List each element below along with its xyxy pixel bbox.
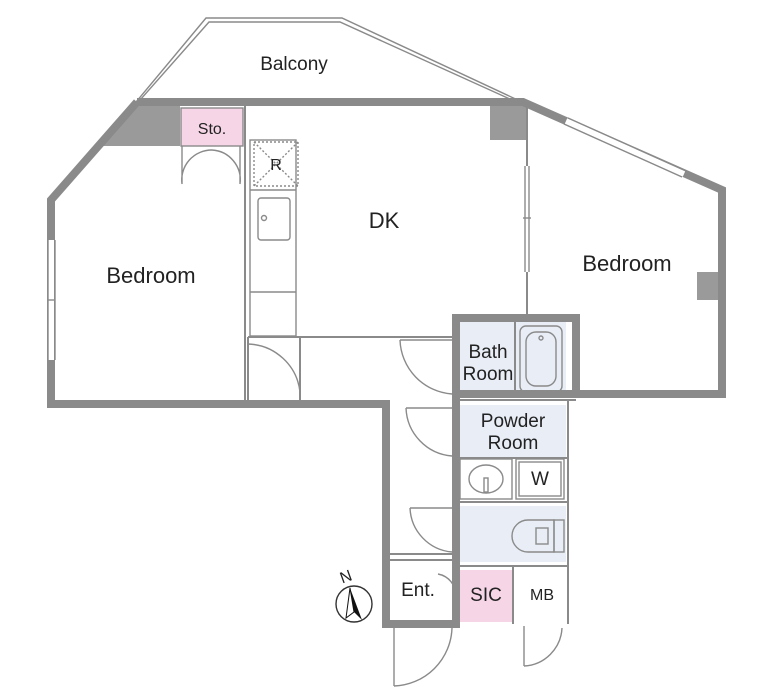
bath-fill: [458, 322, 566, 394]
door-mb: [523, 626, 563, 667]
outer-wall: [47, 98, 726, 628]
wash-basin: [459, 458, 513, 500]
compass-icon: [335, 585, 373, 623]
kitchen-counter: [249, 139, 297, 337]
door-entrance: [393, 626, 453, 687]
mb-label: MB: [530, 587, 554, 604]
powder-label-line2: Room: [488, 433, 539, 454]
sink: [257, 197, 291, 241]
bath-label-line1: Bath: [468, 342, 507, 363]
compass-north-label: N: [338, 568, 355, 588]
door-left-bedroom: [247, 343, 301, 400]
bath-label-line2: Room: [463, 364, 514, 385]
washer-label: W: [531, 469, 549, 490]
powder-label-line1: Powder: [481, 411, 546, 432]
pillar-top-center: [490, 102, 528, 140]
bathtub: [519, 325, 563, 393]
bedroom-left-label: Bedroom: [106, 263, 195, 288]
pillar-right: [697, 272, 721, 300]
storage-fill: [180, 107, 244, 147]
balcony-outline: [134, 17, 523, 103]
refrigerator-space: [253, 141, 299, 187]
sic-label: SIC: [470, 585, 502, 606]
washer-place: [515, 458, 565, 500]
sic-fill: [460, 570, 512, 622]
powder-fill: [458, 405, 566, 457]
refrigerator-label: R: [270, 157, 282, 174]
bedroom-right-label: Bedroom: [582, 251, 671, 276]
storage-label: Sto.: [198, 121, 226, 138]
balcony-label: Balcony: [260, 54, 328, 75]
door-toilet: [409, 507, 455, 553]
dk-label: DK: [369, 208, 400, 233]
toilet: [511, 519, 565, 553]
door-powder: [405, 407, 455, 457]
pillar-top-left: [100, 102, 180, 146]
door-sic: [437, 573, 457, 597]
entrance-label: Ent.: [401, 580, 435, 601]
door-dk-hall: [399, 339, 455, 395]
